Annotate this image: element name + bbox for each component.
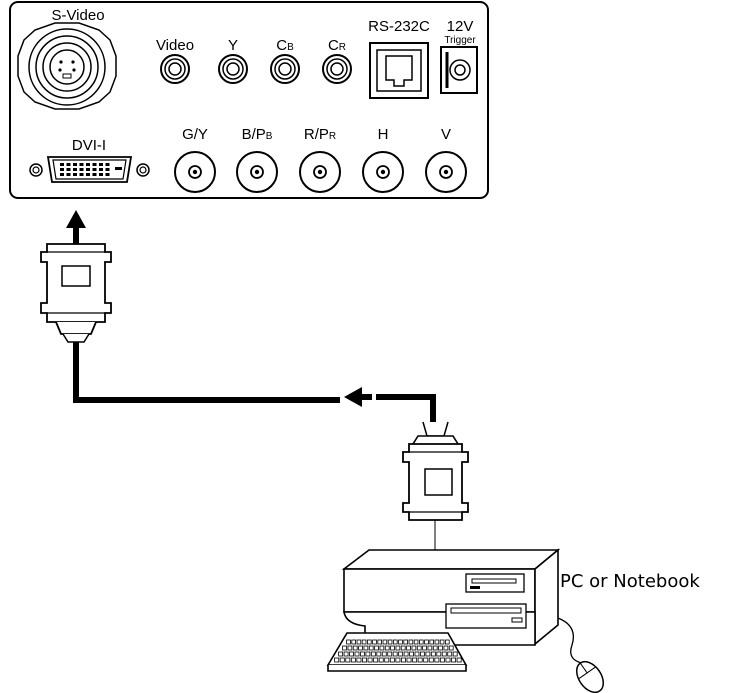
video-jack	[160, 54, 190, 84]
cb-label: CB	[276, 37, 294, 54]
left-arrow-icon	[344, 387, 372, 407]
cb-jack	[270, 54, 300, 84]
dvi-label: DVI-I	[72, 137, 106, 154]
dvi-port	[29, 156, 150, 183]
rs232c-label: RS-232C	[368, 18, 430, 35]
rpr-label: R/PR	[304, 126, 336, 143]
gy-label: G/Y	[182, 126, 208, 143]
dvi-cable-connector	[40, 243, 112, 343]
cr-jack	[322, 54, 352, 84]
signal-cable	[73, 342, 436, 422]
projector-panel: S-Video Video Y CB CR	[9, 1, 489, 199]
cr-label: CR	[328, 37, 346, 54]
vga-cable-connector	[402, 421, 469, 562]
h-bnc-jack	[362, 151, 404, 193]
computer-icon	[326, 548, 605, 693]
up-arrow-icon	[66, 210, 86, 244]
trigger-label: Trigger	[444, 35, 476, 46]
rs232c-port	[369, 42, 429, 99]
svideo-label: S-Video	[51, 7, 104, 24]
svideo-port	[17, 22, 117, 110]
trigger-volt-label: 12V	[447, 18, 474, 35]
video-label: Video	[156, 37, 194, 54]
v-label: V	[441, 126, 451, 143]
y-label: Y	[228, 37, 238, 54]
computer-label: PC or Notebook	[560, 571, 700, 592]
bpb-label: B/PB	[242, 126, 273, 143]
y-jack	[218, 54, 248, 84]
v-bnc-jack	[425, 151, 467, 193]
h-label: H	[378, 126, 389, 143]
bpb-bnc-jack	[236, 151, 278, 193]
gy-bnc-jack	[174, 151, 216, 193]
rpr-bnc-jack	[299, 151, 341, 193]
trigger-port	[440, 46, 478, 94]
